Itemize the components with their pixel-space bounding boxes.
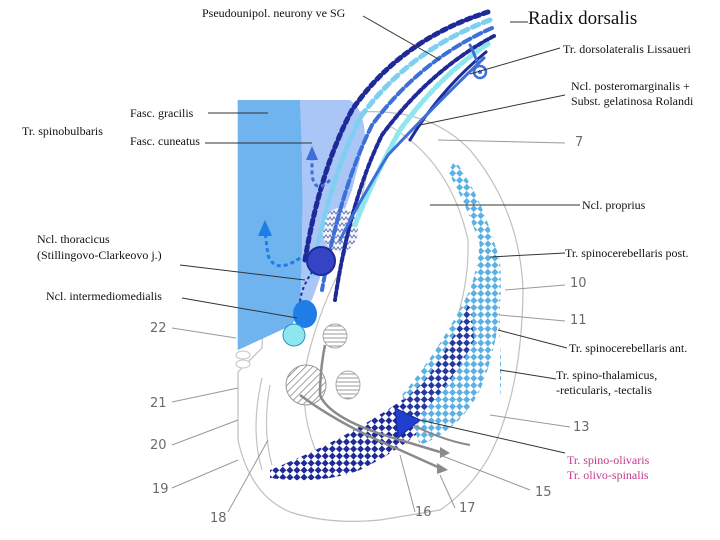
label-posteromarginalis-1: Ncl. posteromarginalis + xyxy=(571,79,690,93)
number-13: 13 xyxy=(573,420,590,435)
cuneatus-ascending-arrow xyxy=(310,158,332,188)
label-ncl-thoracicus-2: (Stillingovo-Clarkeovo j.) xyxy=(37,248,162,262)
central-canal xyxy=(235,350,251,360)
label-fasc-gracilis: Fasc. gracilis xyxy=(130,106,194,120)
label-fasc-cuneatus: Fasc. cuneatus xyxy=(130,134,200,148)
tr-spinocerebellaris-post-band xyxy=(448,160,502,400)
number-17: 17 xyxy=(459,501,476,516)
label-spinothalamicus-2: -reticularis, -tectalis xyxy=(556,383,652,397)
gracilis-arrow-head xyxy=(258,220,272,236)
hatched-nucleus-middle xyxy=(285,364,327,406)
label-ncl-proprius: Ncl. proprius xyxy=(582,198,646,212)
number-19: 19 xyxy=(152,482,169,497)
tr-spinothalamicus-triangle xyxy=(394,407,421,439)
number-leader-lines xyxy=(171,139,571,513)
number-10: 10 xyxy=(570,276,587,291)
label-spinothalamicus-1: Tr. spino-thalamicus, xyxy=(556,368,658,382)
label-ncl-intermediomedialis: Ncl. intermediomedialis xyxy=(46,289,162,303)
anterior-fibre-1 xyxy=(318,344,441,454)
number-7: 7 xyxy=(575,135,584,150)
number-22: 22 xyxy=(150,321,167,336)
ncl-thoracicus-nucleus xyxy=(306,246,336,276)
label-lissaueri: Tr. dorsolateralis Lissaueri xyxy=(563,42,691,56)
ncl-intermediolateralis-nucleus xyxy=(282,323,306,347)
radix-dorsalis-fibres xyxy=(302,9,496,302)
number-20: 20 xyxy=(150,438,167,453)
label-posteromarginalis-2: Subst. gelatinosa Rolandi xyxy=(571,94,694,108)
hatched-nucleus-small xyxy=(335,370,361,400)
label-spinocerebellaris-post: Tr. spinocerebellaris post. xyxy=(565,246,689,260)
number-21: 21 xyxy=(150,396,167,411)
tr-spinothalamicus-area xyxy=(402,160,501,445)
label-radix-dorsalis: Radix dorsalis xyxy=(528,8,638,29)
number-18: 18 xyxy=(210,511,227,526)
fasc-gracilis-area xyxy=(238,100,303,350)
number-11: 11 xyxy=(570,313,587,328)
anterior-fissure xyxy=(255,377,273,471)
label-spino-olivaris: Tr. spino-olivaris xyxy=(567,453,650,467)
central-canal-2 xyxy=(235,359,251,369)
cuneatus-arrow-head xyxy=(306,146,318,160)
number-16: 16 xyxy=(415,505,432,520)
label-ncl-thoracicus-1: Ncl. thoracicus xyxy=(37,232,110,246)
spinocerebellaris-ant-band xyxy=(328,300,474,470)
label-tr-spinobulbaris: Tr. spinobulbaris xyxy=(22,124,103,138)
anterior-arrow-1 xyxy=(440,447,450,458)
hatched-nucleus-upper xyxy=(322,323,348,349)
gracilis-ascending-arrow xyxy=(263,231,301,268)
number-15: 15 xyxy=(535,485,552,500)
anterior-arrow-2 xyxy=(437,463,448,474)
ncl-intermediomedialis-nucleus xyxy=(293,300,317,328)
leader-lines xyxy=(179,15,580,454)
label-pseudounipol: Pseudounipol. neurony ve SG xyxy=(202,6,346,20)
anterior-fibre-2 xyxy=(299,393,441,470)
label-olivo-spinalis: Tr. olivo-spinalis xyxy=(567,468,649,482)
label-spinocerebellaris-ant: Tr. spinocerebellaris ant. xyxy=(569,341,688,355)
